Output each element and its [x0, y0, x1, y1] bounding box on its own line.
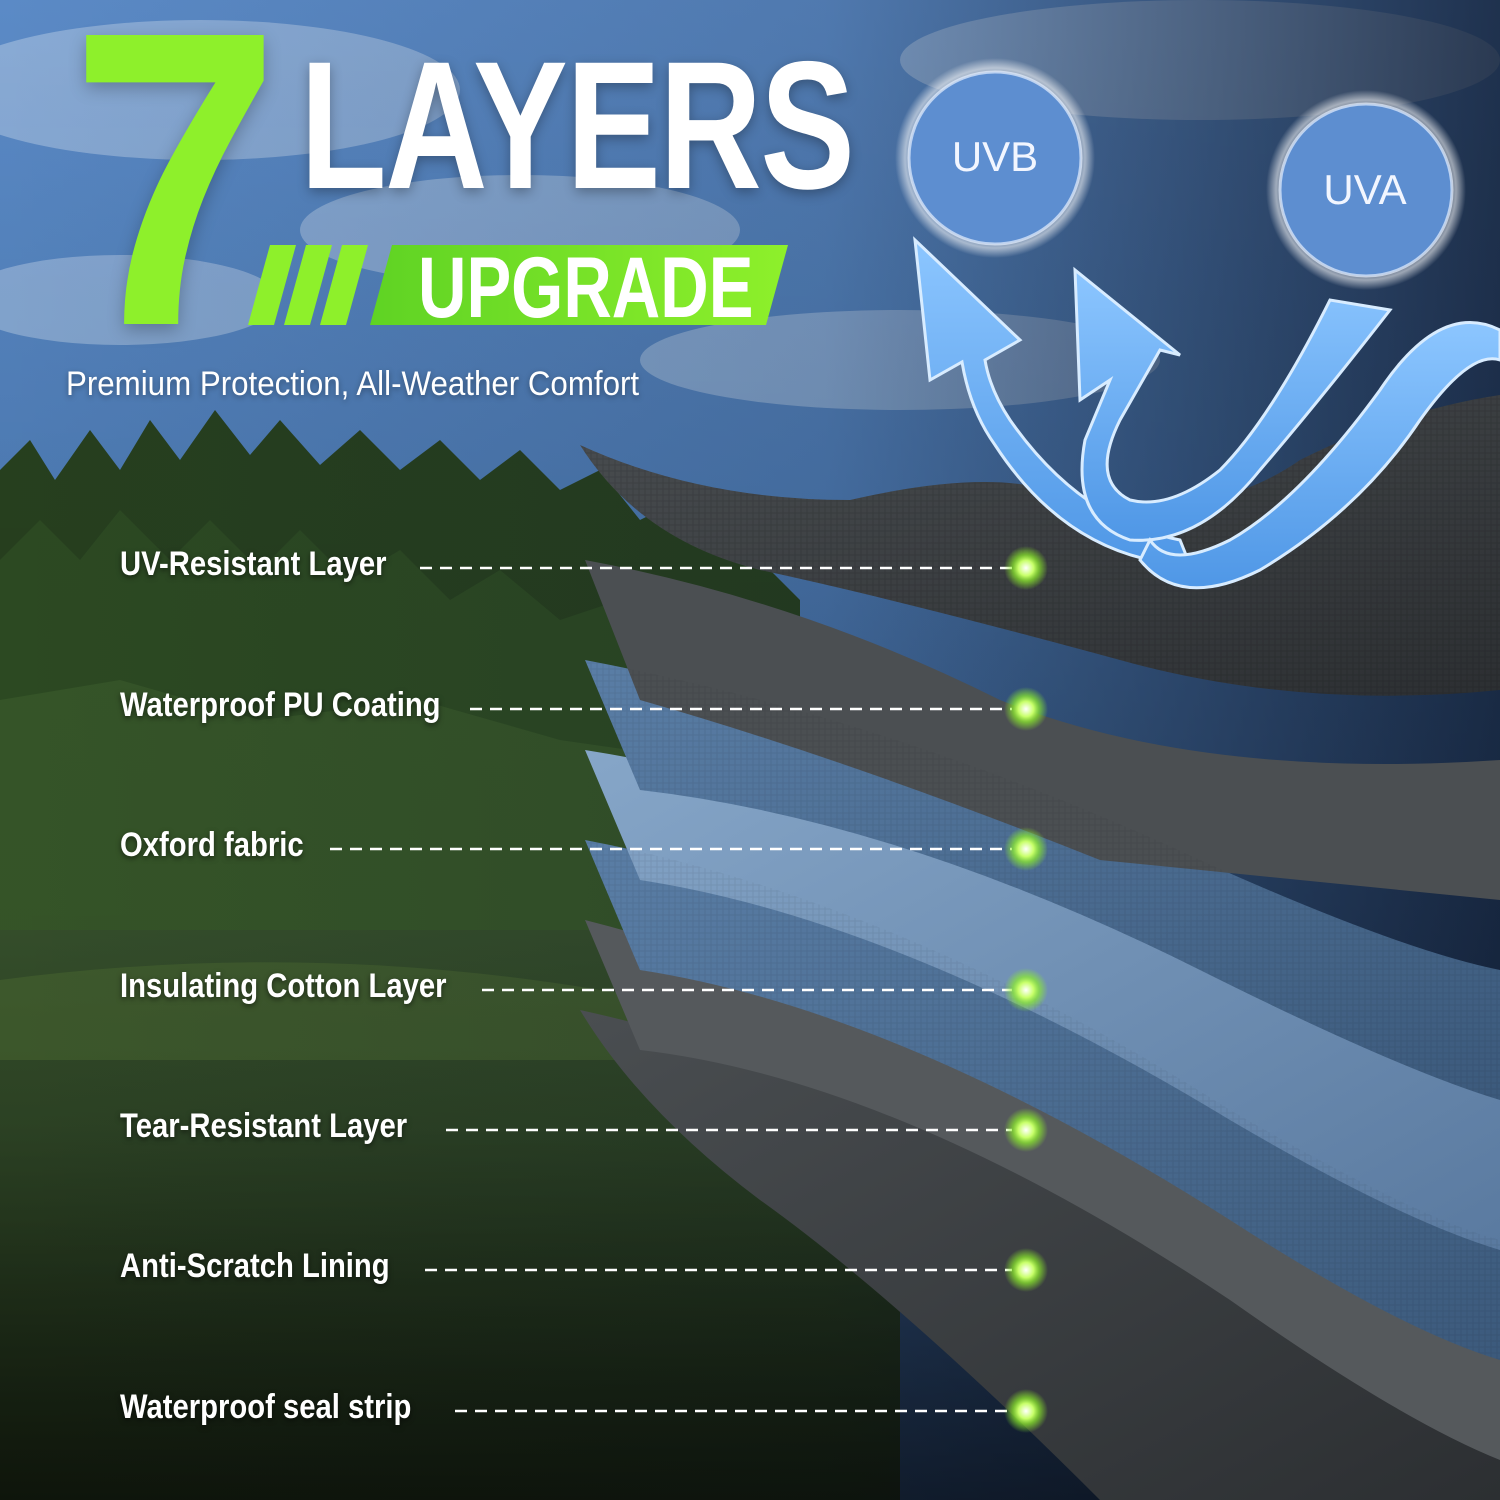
upgrade-label: UPGRADE: [418, 240, 754, 336]
fabric-layers-stack: [580, 395, 1500, 1500]
layer-sheet-6: [585, 920, 1500, 1460]
leader-dot-7: [1004, 1389, 1048, 1433]
arrow-uvb: [913, 236, 1193, 567]
leader-dot-6: [1004, 1248, 1048, 1292]
layer-sheet-2: [585, 560, 1500, 900]
layer-label-waterproof-seal: Waterproof seal strip: [120, 1388, 412, 1426]
leader-dot-2: [1004, 687, 1048, 731]
arrow-band: [1138, 321, 1500, 590]
leader-dots: [1004, 546, 1048, 1433]
uva-circle: [1266, 90, 1466, 290]
arrow-uva: [1073, 266, 1393, 542]
uvb-label: UVB: [951, 133, 1039, 180]
layer-label-tear-resistant: Tear-Resistant Layer: [120, 1107, 408, 1145]
layer-label-insulating-cotton: Insulating Cotton Layer: [120, 967, 447, 1005]
leader-dot-4: [1004, 968, 1048, 1012]
layer-label-waterproof-pu: Waterproof PU Coating: [120, 686, 441, 724]
leader-dot-1: [1004, 546, 1048, 590]
uvb-circle: [895, 58, 1095, 258]
layer-label-anti-scratch: Anti-Scratch Lining: [120, 1247, 390, 1285]
leader-dot-5: [1004, 1108, 1048, 1152]
upgrade-badge: [248, 245, 788, 325]
uv-deflection-arrows: [913, 236, 1500, 590]
layer-label-oxford-fabric: Oxford fabric: [120, 826, 304, 864]
tagline: Premium Protection, All-Weather Comfort: [66, 365, 640, 403]
leader-lines: [330, 566, 1012, 1413]
layer-label-uv-resistant: UV-Resistant Layer: [120, 545, 387, 583]
headline-number: 7: [70, 0, 280, 414]
leader-dot-3: [1004, 827, 1048, 871]
headline-layers: LAYERS: [300, 23, 855, 227]
uva-label: UVA: [1323, 166, 1407, 213]
